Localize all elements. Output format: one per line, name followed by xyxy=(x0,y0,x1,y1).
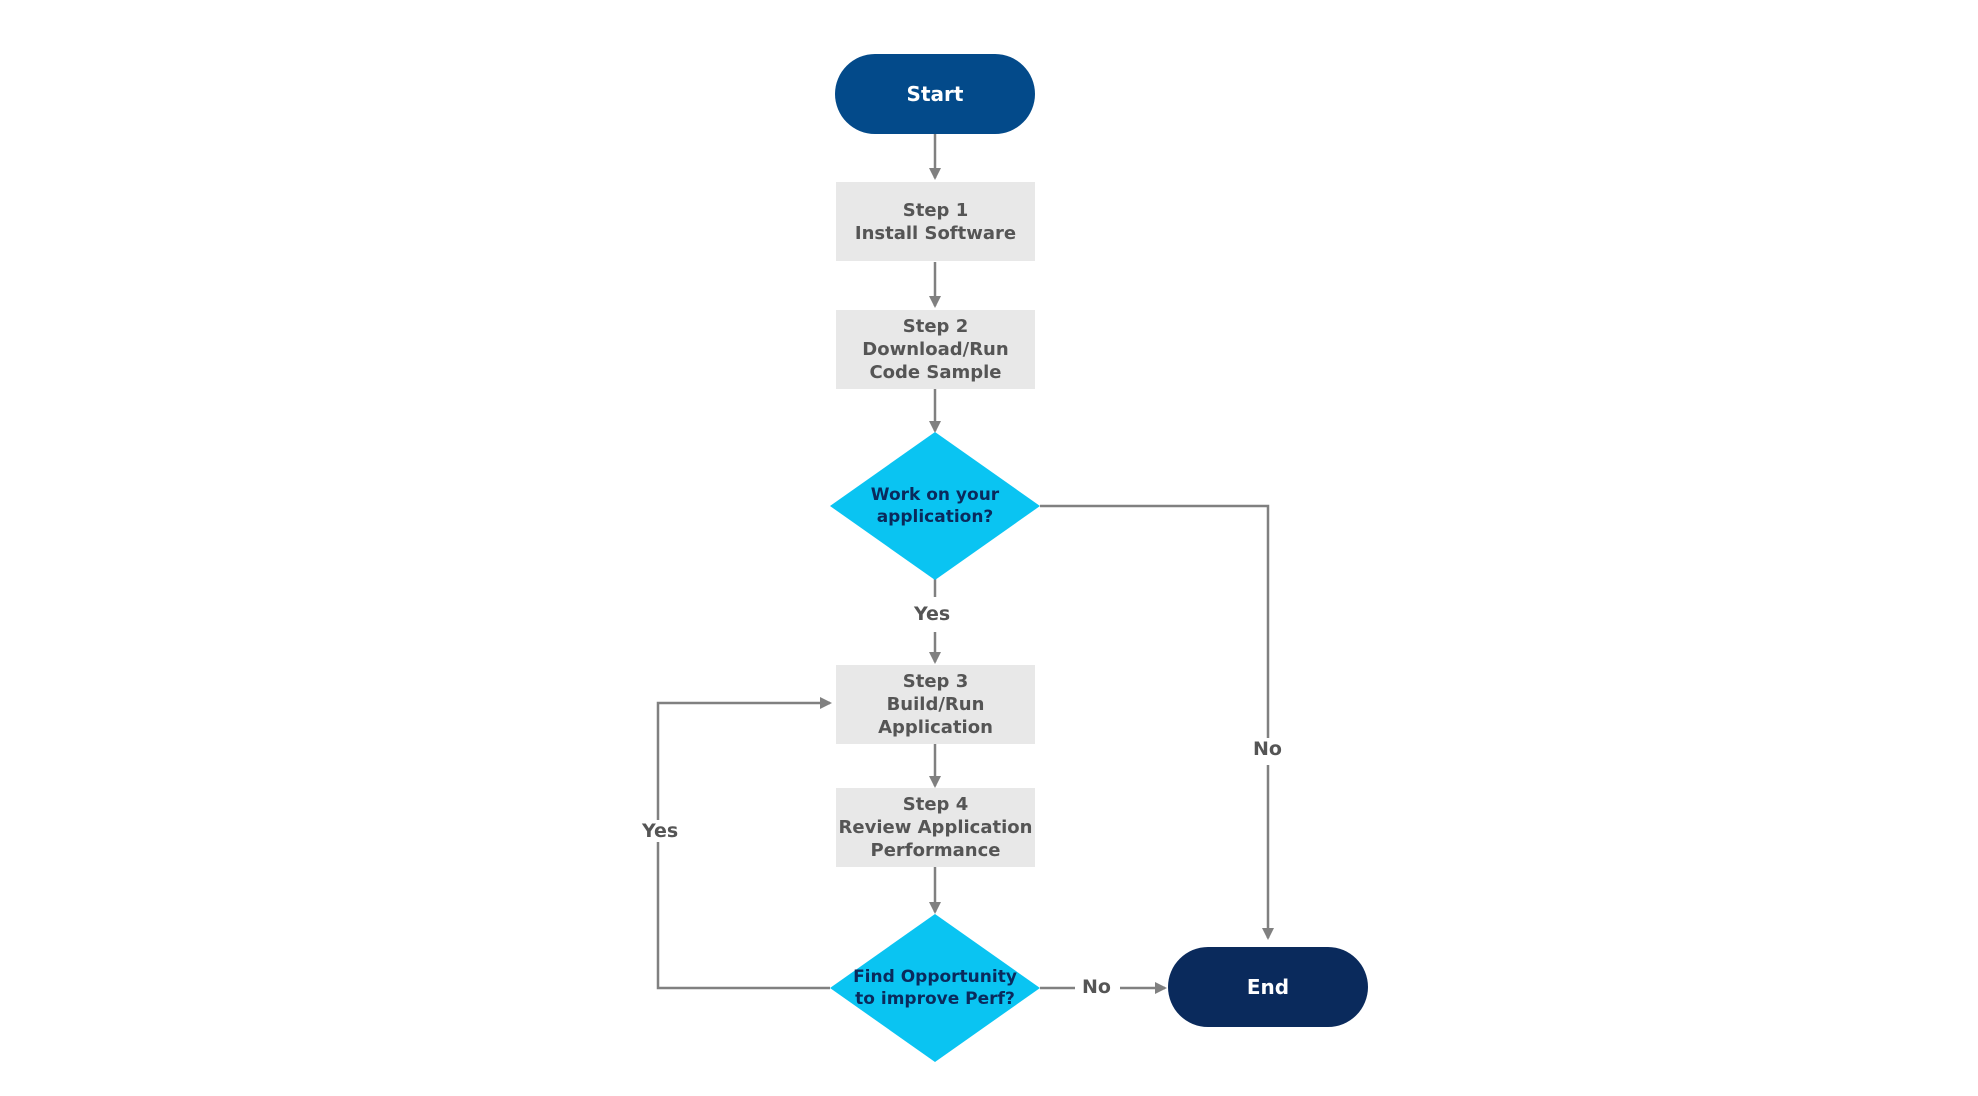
end-node: End xyxy=(1168,947,1368,1027)
step4-title: Step 4 xyxy=(902,794,969,815)
decision2-line1: Find Opportunity xyxy=(853,967,1017,987)
step3-title: Step 3 xyxy=(902,671,969,692)
decision1-yes-label: Yes xyxy=(910,603,955,625)
decision2-label: Find Opportunity to improve Perf? xyxy=(845,958,1025,1018)
step4-description-line1: Review Application xyxy=(838,817,1033,838)
step2-description-line1: Download/Run xyxy=(862,339,1009,360)
decision1-line1: Work on your xyxy=(870,485,1000,505)
end-label: End xyxy=(1246,975,1290,999)
decision1-label: Work on your application? xyxy=(850,476,1020,536)
start-label: Start xyxy=(906,82,964,106)
step2-description-line2: Code Sample xyxy=(869,362,1002,383)
connector-decision1-no xyxy=(1040,504,1270,740)
decision1-no-label: No xyxy=(1249,738,1286,760)
step1-box: Step 1 Install Software xyxy=(836,182,1035,261)
decision1-no-text: No xyxy=(1253,738,1282,760)
step1-title: Step 1 xyxy=(902,199,969,221)
decision2-yes-label: Yes xyxy=(638,820,683,842)
step4-description-line2: Performance xyxy=(870,840,1001,861)
step1-description: Install Software xyxy=(854,222,1017,244)
step2-box: Step 2 Download/Run Code Sample xyxy=(836,310,1035,389)
decision-diamond-1 xyxy=(830,432,1040,580)
decision-diamond-2 xyxy=(830,914,1040,1062)
step3-description-line2: Application xyxy=(878,717,993,738)
decision2-yes-text: Yes xyxy=(642,820,679,842)
decision2-no-label: No xyxy=(1078,976,1115,998)
connector-decision2-yes xyxy=(656,697,832,990)
step2-title: Step 2 xyxy=(902,316,969,337)
step4-box: Step 4 Review Application Performance xyxy=(836,788,1035,867)
decision1-yes-text: Yes xyxy=(914,603,951,625)
decision1-line2: application? xyxy=(876,507,994,527)
decision2-no-text: No xyxy=(1082,976,1111,998)
step3-description-line1: Build/Run xyxy=(886,694,985,715)
step3-box: Step 3 Build/Run Application xyxy=(836,665,1035,744)
decision2-line2: to improve Perf? xyxy=(855,989,1015,1009)
start-node: Start xyxy=(835,54,1035,134)
